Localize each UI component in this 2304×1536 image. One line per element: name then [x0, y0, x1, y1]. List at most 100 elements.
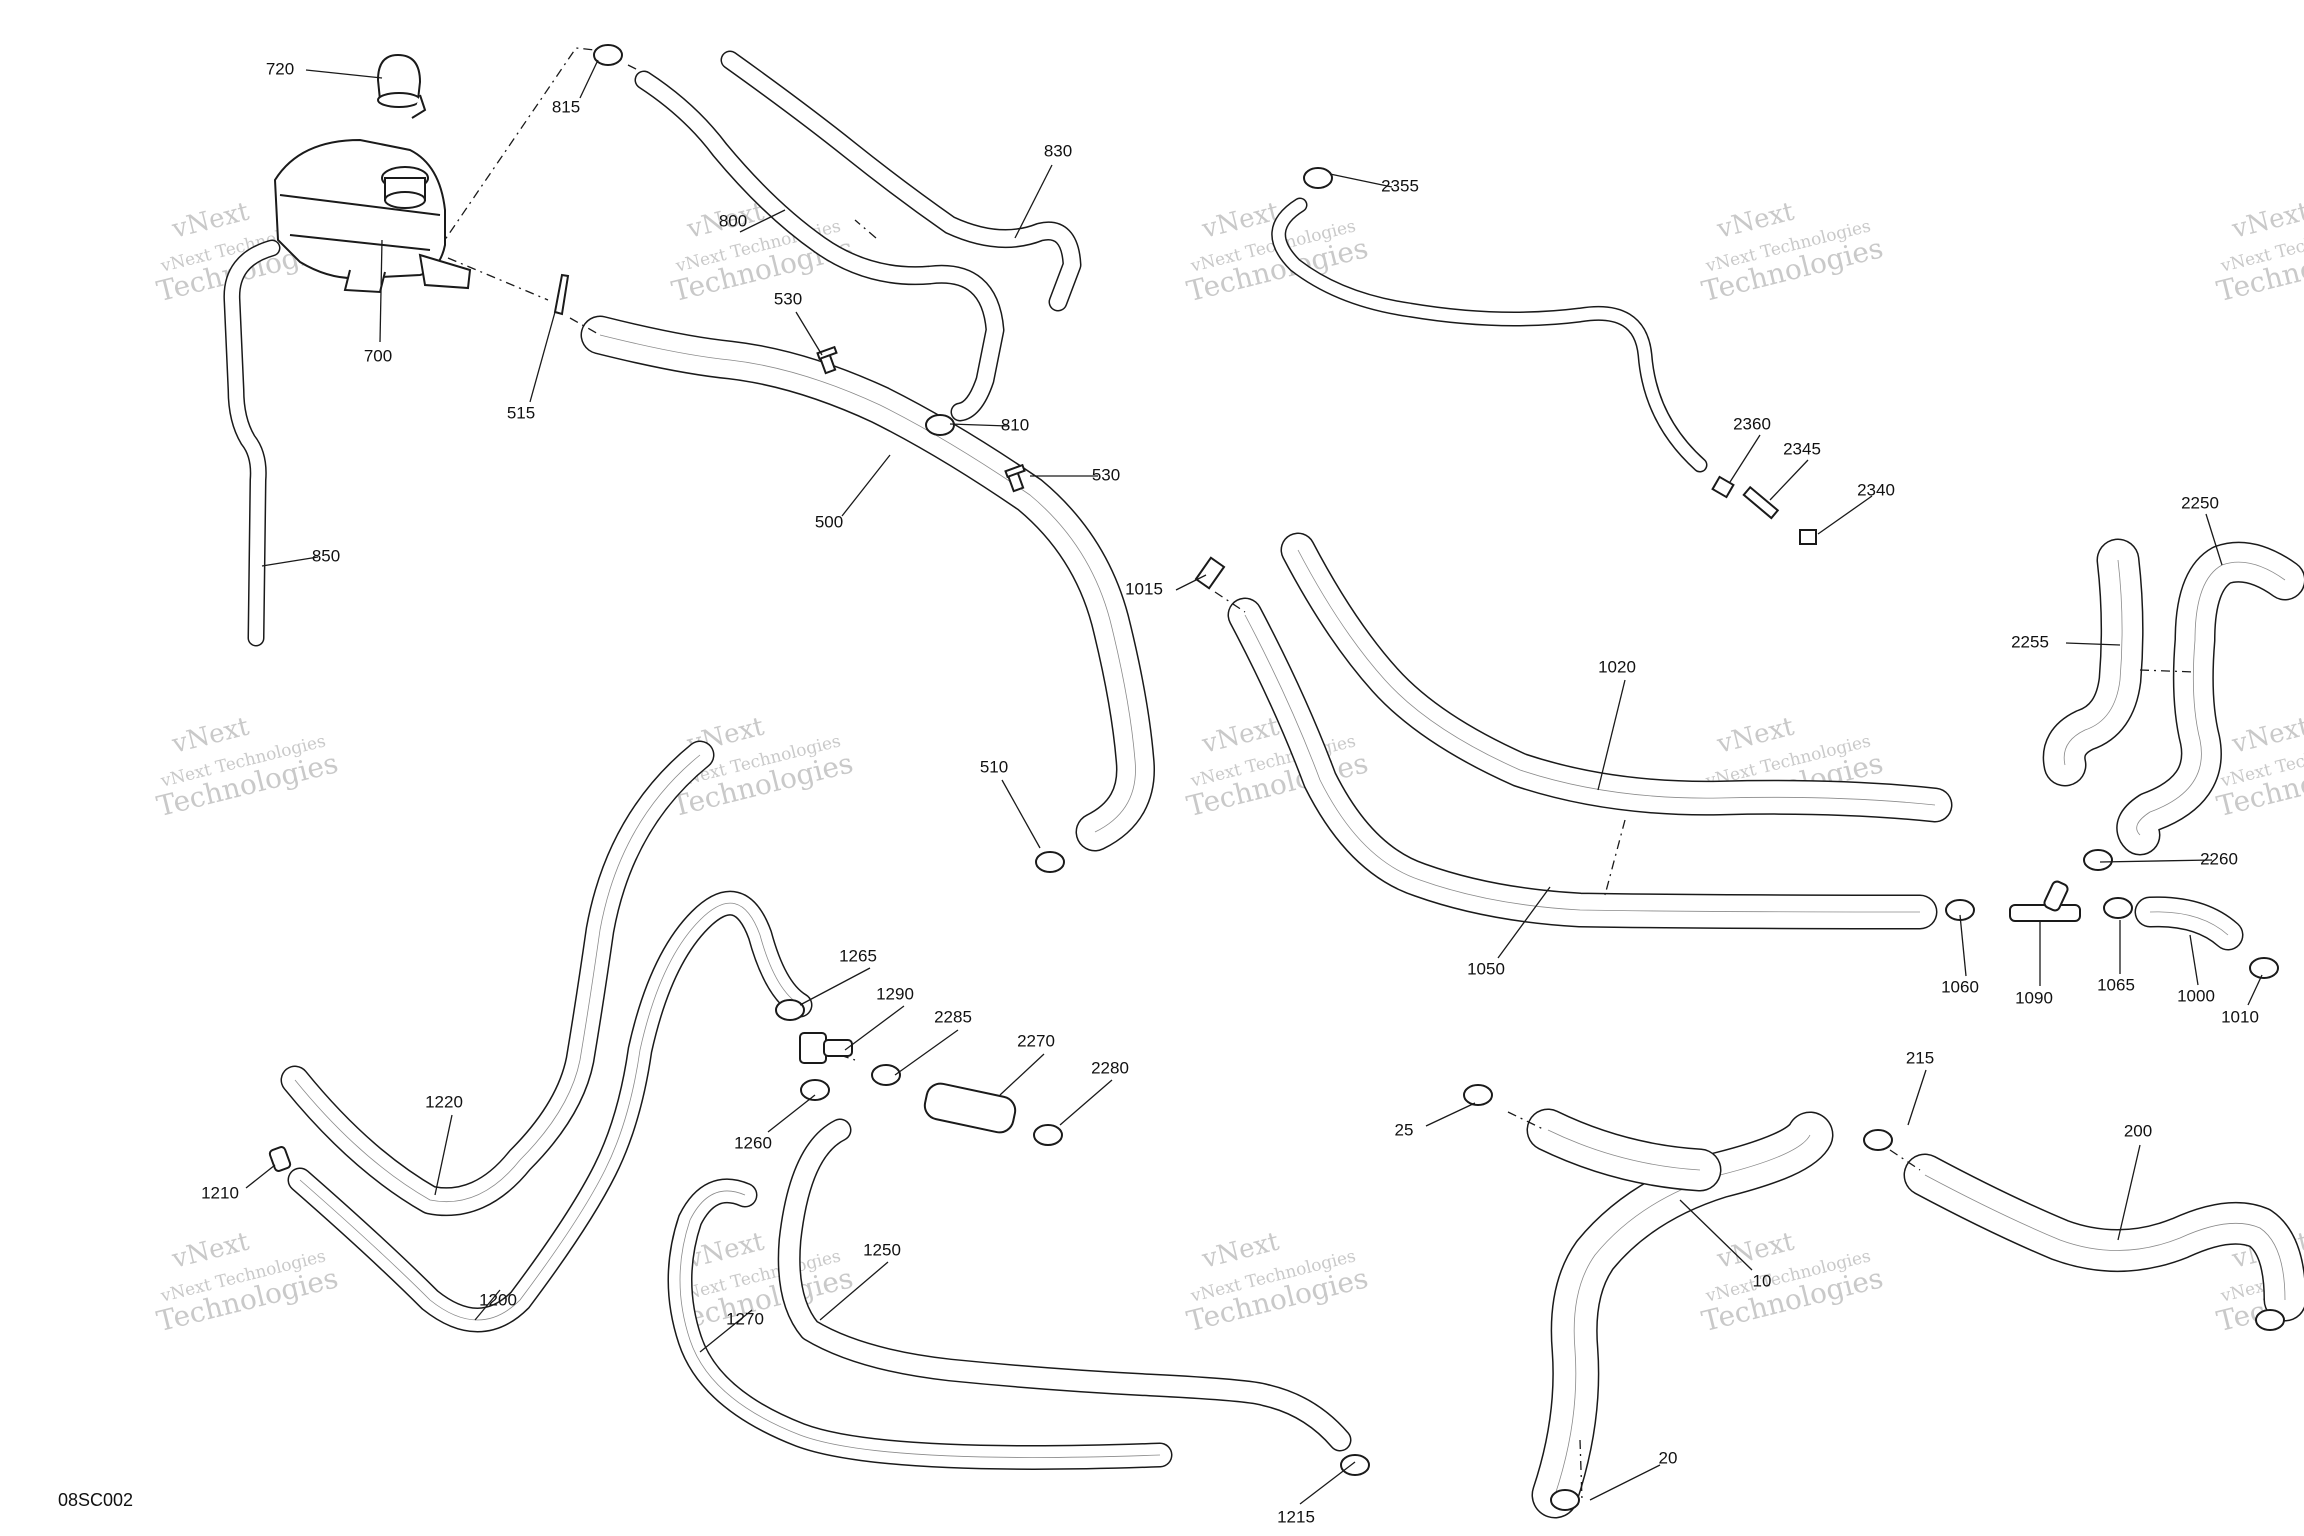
callout-c1215: 1215	[1277, 1507, 1315, 1526]
hose-1000	[2134, 896, 2244, 951]
callout-c2340: 2340	[1857, 480, 1895, 499]
callout-c1210: 1210	[201, 1183, 239, 1202]
callout-c510: 510	[980, 757, 1008, 776]
fitting-1015	[1194, 556, 1226, 590]
callout-c1265: 1265	[839, 946, 877, 965]
callout-c1260: 1260	[734, 1133, 772, 1152]
callout-c1200: 1200	[479, 1290, 517, 1309]
callout-c2270: 2270	[1017, 1031, 1055, 1050]
clamp-215	[1863, 1129, 1893, 1151]
clamp-20	[1550, 1489, 1580, 1511]
tank-cap-720	[376, 53, 427, 119]
clamp-2260	[2083, 849, 2113, 871]
clamp-1215	[1340, 1454, 1370, 1476]
callout-c25: 25	[1395, 1120, 1414, 1139]
fitting-2345	[1742, 485, 1780, 520]
clamp-200-end	[2255, 1309, 2285, 1331]
callout-c1020: 1020	[1598, 657, 1636, 676]
hose-1270	[667, 1178, 1173, 1470]
hose-830	[720, 50, 1082, 312]
hose-10	[1531, 1111, 1834, 1519]
hose-1050	[1227, 597, 1938, 930]
bracket-515	[553, 273, 570, 316]
hose-2250	[2116, 541, 2304, 856]
callout-c1010: 1010	[2221, 1007, 2259, 1026]
callout-c815: 815	[552, 97, 580, 116]
hose-2255	[2042, 538, 2144, 787]
callout-c1270: 1270	[726, 1309, 764, 1328]
callout-c850: 850	[312, 546, 340, 565]
callout-c10: 10	[1753, 1271, 1772, 1290]
clamp-group	[593, 44, 2285, 1511]
clamp-1260	[800, 1079, 830, 1101]
svg-text:vNext: vNext	[2228, 197, 2304, 245]
callout-c515: 515	[507, 403, 535, 422]
bolt-530-b	[1004, 463, 1026, 493]
callout-c1015: 1015	[1125, 579, 1163, 598]
clamp-25	[1463, 1084, 1493, 1106]
component-layer	[268, 44, 2285, 1511]
clamp-2280	[1033, 1124, 1063, 1146]
callout-c720: 720	[266, 59, 294, 78]
hose-1200	[287, 890, 813, 1333]
callout-c1220: 1220	[425, 1092, 463, 1111]
callout-labels: 720 815 830 800 700 530 515 810 530 500 850 2355 236…	[201, 59, 2259, 1526]
clamp-1010	[2249, 957, 2279, 979]
callout-c1090: 1090	[2015, 988, 2053, 1007]
hose-10-branch	[1526, 1108, 1722, 1192]
callout-c2360: 2360	[1733, 414, 1771, 433]
elbow-fitting-1290	[799, 1032, 853, 1064]
hose-800	[634, 70, 1005, 422]
leader-lines	[245, 59, 2263, 1505]
callout-c2260: 2260	[2200, 849, 2238, 868]
clamp-510	[1035, 851, 1065, 873]
callout-c1000: 1000	[2177, 986, 2215, 1005]
callout-c2255: 2255	[2011, 632, 2049, 651]
callout-c2280: 2280	[1091, 1058, 1129, 1077]
callout-c1250: 1250	[863, 1240, 901, 1259]
callout-c830: 830	[1044, 141, 1072, 160]
callout-c1060: 1060	[1941, 977, 1979, 996]
callout-c500: 500	[815, 512, 843, 531]
clamp-1265	[775, 999, 805, 1021]
t-fitting-1090	[2009, 880, 2081, 922]
guide-lines	[437, 47, 2196, 1501]
callout-c530a: 530	[774, 289, 802, 308]
callout-c800: 800	[719, 211, 747, 230]
figure-code: 08SC002	[58, 1490, 133, 1510]
hose-200	[1903, 1153, 2304, 1322]
callout-c530b: 530	[1092, 465, 1120, 484]
hose-850	[223, 239, 281, 647]
callout-c20: 20	[1659, 1448, 1678, 1467]
callout-c1050: 1050	[1467, 959, 1505, 978]
callout-c700: 700	[364, 346, 392, 365]
callout-c2355: 2355	[1381, 176, 1419, 195]
hose-1220	[280, 740, 715, 1217]
sleeve-2270	[923, 1082, 1017, 1134]
callout-c1065: 1065	[2097, 975, 2135, 994]
clamp-1065	[2103, 897, 2133, 919]
callout-c2345: 2345	[1783, 439, 1821, 458]
hose-2355	[1271, 197, 1708, 473]
hose-1020	[1280, 532, 1953, 823]
coolant-tank-700	[273, 138, 472, 294]
svg-text:vNext: vNext	[2228, 712, 2304, 760]
clamp-2355	[1303, 167, 1333, 189]
callout-c2285: 2285	[934, 1007, 972, 1026]
callout-c215: 215	[1906, 1048, 1934, 1067]
cap-2340	[1799, 529, 1817, 545]
callout-c2250: 2250	[2181, 493, 2219, 512]
nut-2360	[1711, 475, 1735, 499]
clamp-815	[593, 44, 623, 66]
bolt-530-a	[816, 345, 838, 375]
callout-c810: 810	[1001, 415, 1029, 434]
hose-1250	[777, 1118, 1352, 1452]
